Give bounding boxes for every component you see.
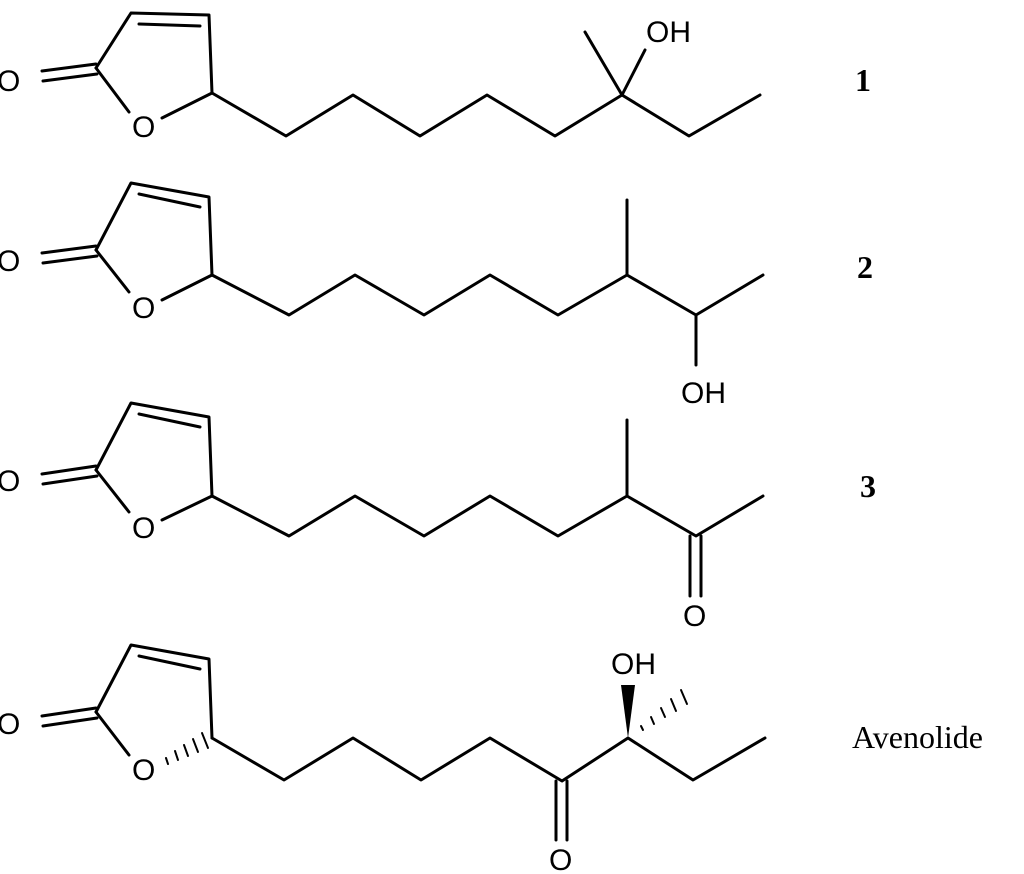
compound-label: 2 — [857, 249, 873, 285]
ring-oxygen: O — [132, 754, 155, 787]
compound-3: O O O 3 — [0, 401, 876, 633]
solid-wedge-bond — [621, 685, 635, 738]
hydroxyl-group: OH — [646, 16, 691, 49]
compound-label: 3 — [860, 468, 876, 504]
hydroxyl-group: OH — [681, 377, 726, 410]
carbonyl-oxygen: O — [0, 245, 20, 278]
ketone-oxygen: O — [683, 600, 706, 633]
side-chain — [210, 273, 765, 317]
ketone-oxygen: O — [549, 844, 572, 874]
furanone-ring — [40, 181, 214, 302]
side-chain — [210, 494, 765, 538]
side-chain — [210, 736, 767, 783]
ring-oxygen: O — [132, 292, 155, 325]
side-chain — [210, 91, 762, 138]
hydroxyl-group: OH — [611, 648, 656, 681]
compound-name: Avenolide — [852, 719, 983, 755]
compound-label: 1 — [855, 62, 871, 98]
compound-2: O O OH 2 — [0, 181, 873, 410]
hashed-methyl-bond — [640, 689, 688, 731]
methyl-branch — [583, 30, 624, 97]
carbonyl-oxygen: O — [0, 65, 20, 98]
carbonyl-oxygen: O — [0, 465, 20, 498]
furanone-ring — [40, 401, 214, 522]
oh-bond — [620, 48, 647, 97]
compound-avenolide: O O O OH Avenolide — [0, 643, 983, 874]
ring-oxygen: O — [132, 111, 155, 144]
ring-oxygen: O — [132, 512, 155, 545]
furanone-ring — [40, 643, 214, 757]
carbonyl-oxygen: O — [0, 708, 20, 741]
hashed-wedge-bond — [165, 732, 209, 765]
compound-1: O O OH 1 — [0, 11, 871, 144]
furanone-ring — [40, 11, 214, 120]
